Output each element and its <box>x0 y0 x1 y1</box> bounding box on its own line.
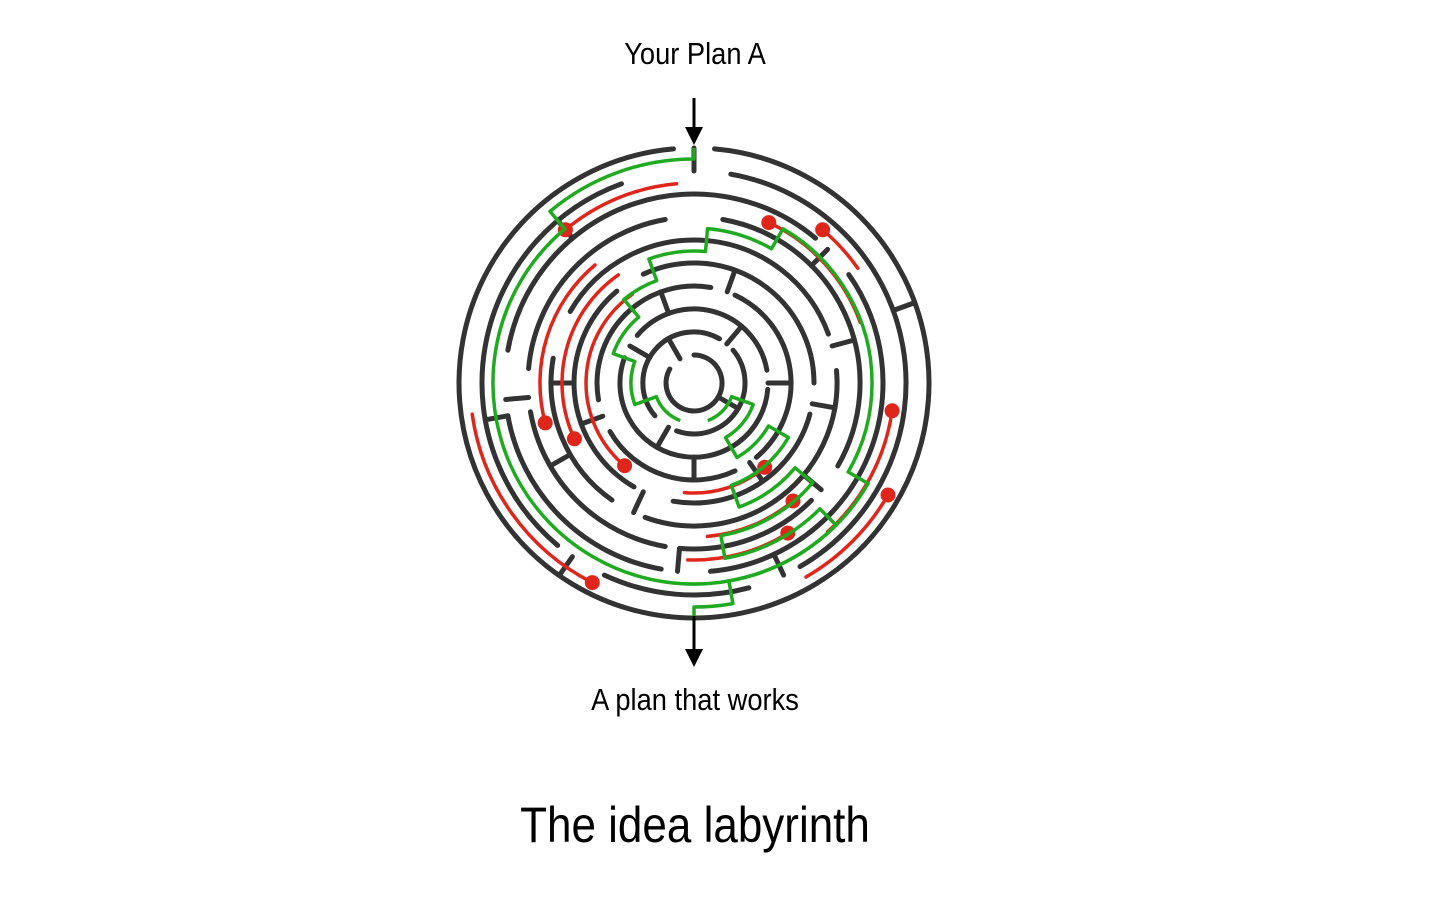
maze-wall-ring-4-2 <box>548 355 615 503</box>
maze-wall-ring-5-0 <box>571 288 637 490</box>
entry-arrow <box>685 98 703 145</box>
maze-wall-ring-2-2 <box>505 413 664 572</box>
diagram-caption: The idea labyrinth <box>520 797 870 853</box>
dead-end-dot-8 <box>761 215 777 231</box>
dead-end-path-4 <box>538 263 597 425</box>
maze-wall-spoke-11 <box>547 452 573 469</box>
maze-wall-ring-8-0 <box>640 329 722 419</box>
maze-wall-spoke-8 <box>503 395 532 402</box>
maze-wall-ring-4-1 <box>642 368 840 529</box>
maze-wall-ring-3-3 <box>677 497 814 552</box>
maze-wall-spoke-10 <box>829 337 857 349</box>
maze-wall-ring-3-0 <box>528 409 668 549</box>
maze-wall-spoke-22 <box>654 424 671 450</box>
maze-wall-ring-5-2 <box>670 411 813 506</box>
maze-wall-spoke-15 <box>724 267 738 295</box>
dead-end-path-5 <box>560 273 621 441</box>
maze-wall-ring-2-0 <box>505 191 818 353</box>
dead-end-dot-10 <box>880 487 896 503</box>
maze-wall-spoke-13 <box>809 401 838 411</box>
maze-wall-spoke-23 <box>627 343 653 360</box>
dead-end-path-9 <box>705 499 795 539</box>
maze-wall-ring-1-1 <box>728 171 909 570</box>
dead-end-dot-2 <box>884 403 900 419</box>
dead-end-dot-5 <box>566 431 582 447</box>
maze-wall-spoke-14 <box>631 489 646 516</box>
dead-end-dot-4 <box>537 415 553 431</box>
maze-wall-spoke-21 <box>724 323 745 347</box>
end-label: A plan that works <box>591 682 799 717</box>
maze-wall-ring-2-1 <box>708 272 886 574</box>
dead-end-dot-6 <box>617 458 633 474</box>
maze-wall-spoke-25 <box>666 336 683 362</box>
maze-wall-ring-1-0 <box>479 181 624 548</box>
working-path-outbound <box>692 394 838 618</box>
dead-end-path-6 <box>584 292 634 468</box>
maze-wall-ring-3-1 <box>526 217 668 371</box>
arrows <box>685 98 703 667</box>
dead-end-path-10 <box>804 493 890 579</box>
maze-wall-ring-7-1 <box>617 355 771 460</box>
working-path <box>491 148 874 618</box>
dead-end-dot-1 <box>584 575 600 591</box>
working-path-inbound <box>491 148 874 586</box>
dead-end-path-1 <box>470 412 595 585</box>
maze-wall-ring-1-2 <box>601 572 752 598</box>
maze-walls <box>456 145 932 621</box>
maze-wall-spoke-1 <box>890 300 918 313</box>
maze-wall-ring-6-0 <box>594 283 714 403</box>
dead-end-dot-11 <box>815 222 831 238</box>
start-label: Your Plan A <box>624 36 766 71</box>
maze-wall-ring-5-1 <box>640 260 817 386</box>
maze-wall-ring-7-0 <box>634 306 770 373</box>
maze-wall-ring-6-2 <box>607 429 738 483</box>
maze-wall-ring-8-1 <box>674 347 748 437</box>
maze-wall-ring-3-2 <box>720 217 863 469</box>
maze-wall-spoke-18 <box>658 289 672 316</box>
exit-arrow <box>685 616 703 667</box>
maze-wall-spoke-7 <box>675 545 682 574</box>
maze-wall-ring-6-1 <box>732 292 794 460</box>
maze-wall-ring-9-0 <box>663 352 725 414</box>
dead-end-path-0 <box>563 182 679 232</box>
